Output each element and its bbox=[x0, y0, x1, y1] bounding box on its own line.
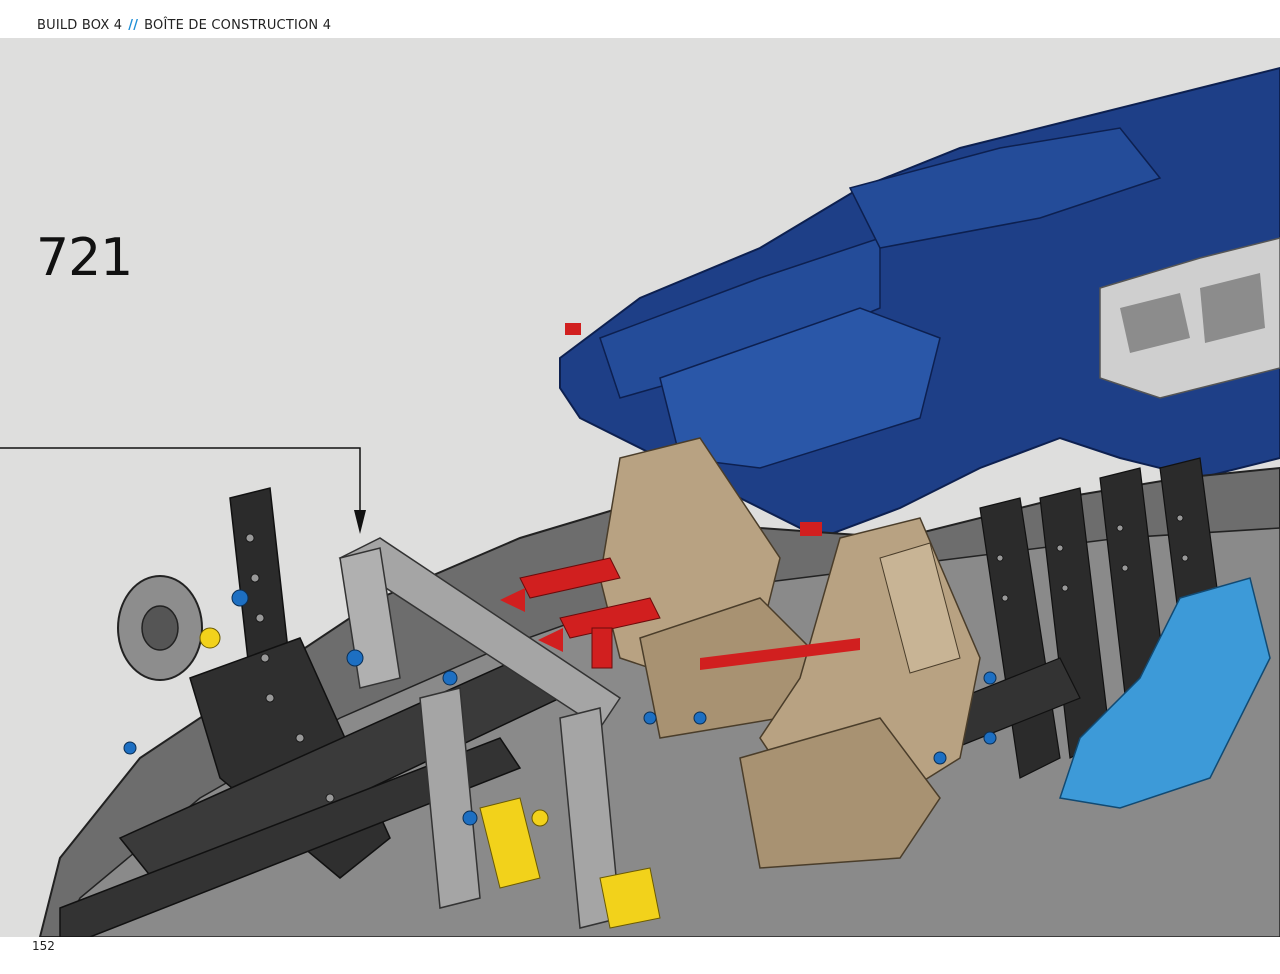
model-illustration bbox=[0, 66, 1280, 937]
callout-arrow bbox=[0, 447, 366, 534]
red-parts bbox=[500, 323, 860, 670]
instruction-canvas: 721 bbox=[0, 38, 1280, 937]
step-number: 721 bbox=[36, 228, 133, 288]
page-number: 152 bbox=[32, 939, 55, 953]
build-box-title-fr: BOÎTE DE CONSTRUCTION 4 bbox=[144, 18, 332, 33]
gray-front-frame bbox=[338, 537, 622, 929]
blue-pins bbox=[123, 589, 997, 826]
beam-holes bbox=[245, 514, 1189, 803]
build-box-title: BUILD BOX 4 // BOÎTE DE CONSTRUCTION 4 bbox=[37, 18, 331, 34]
page-header: BUILD BOX 4 // BOÎTE DE CONSTRUCTION 4 bbox=[0, 0, 1280, 38]
header-separator: // bbox=[128, 18, 139, 33]
brake-disc bbox=[117, 575, 203, 681]
build-box-title-en: BUILD BOX 4 bbox=[37, 18, 123, 33]
light-blue-panel bbox=[1059, 577, 1271, 809]
tan-seats bbox=[599, 437, 981, 869]
yellow-parts bbox=[199, 627, 661, 929]
page-footer: 152 bbox=[0, 937, 1280, 974]
